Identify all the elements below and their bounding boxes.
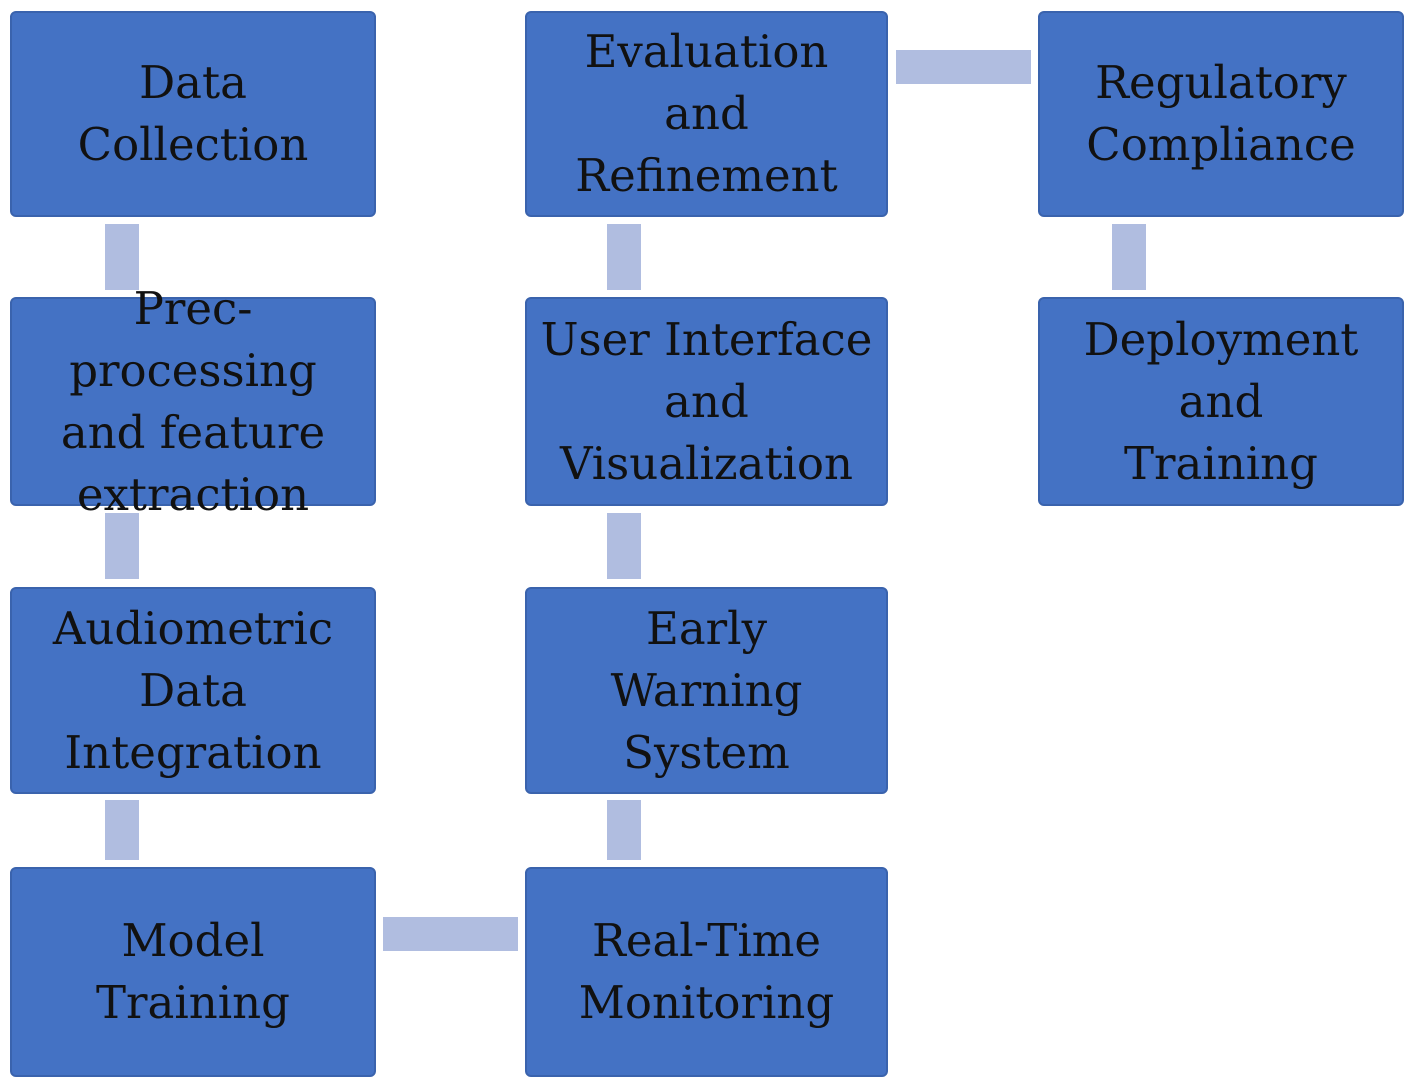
connector-early-warning-user-interface xyxy=(607,513,641,579)
node-deployment-training: Deployment and Training xyxy=(1038,297,1404,506)
node-regulatory-compliance: Regulatory Compliance xyxy=(1038,11,1404,217)
node-audiometric-data-integration: Audiometric Data Integration xyxy=(10,587,376,794)
connector-user-interface-evaluation xyxy=(607,224,641,290)
node-user-interface-visualization: User Interface and Visualization xyxy=(525,297,888,506)
connector-regulatory-deployment xyxy=(1112,224,1146,290)
node-evaluation-refinement: Evaluation and Refinement xyxy=(525,11,888,217)
connector-realtime-early-warning xyxy=(607,800,641,860)
node-model-training: Model Training xyxy=(10,867,376,1077)
node-preprocessing: Prec-processing and feature extraction xyxy=(10,282,376,521)
node-realtime-monitoring: Real-Time Monitoring xyxy=(525,867,888,1077)
connector-audiometric-model-training xyxy=(105,800,139,860)
connector-evaluation-regulatory xyxy=(896,50,1031,84)
connector-data-collection-preprocessing xyxy=(105,224,139,290)
connector-model-training-realtime xyxy=(383,917,518,951)
node-data-collection: Data Collection xyxy=(10,11,376,217)
node-early-warning-system: Early Warning System xyxy=(525,587,888,794)
connector-preprocessing-audiometric xyxy=(105,513,139,579)
